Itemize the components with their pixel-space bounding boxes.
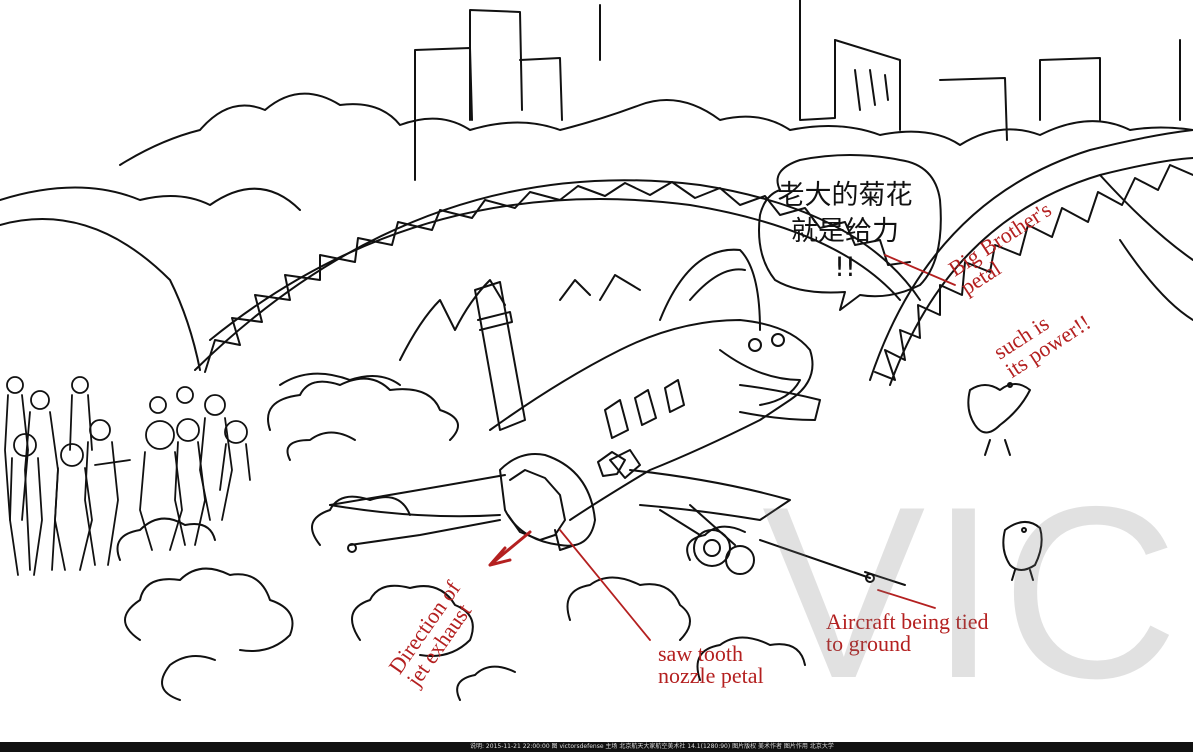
city-skyline [414, 0, 1181, 181]
speech-line-3: !! [834, 252, 856, 283]
speech-bubble-outline [758, 154, 942, 311]
annotation-pointers [559, 254, 956, 641]
fighter-jet [329, 248, 906, 586]
crowd-of-people [4, 376, 251, 576]
speech-line-1: 老大的菊花 [777, 180, 913, 211]
smoke-clouds [116, 377, 806, 701]
speech-line-2: 就是给力 [791, 216, 899, 247]
watermark: VIC [762, 455, 1183, 729]
speech-bubble: 老大的菊花 就是给力 !! [760, 178, 930, 286]
annotation-tied-to-ground: Aircraft being tied to ground [826, 609, 989, 656]
rock-formations [279, 274, 641, 386]
birds [967, 382, 1043, 581]
left-bridge-arch [194, 179, 921, 373]
right-hills [1099, 174, 1193, 321]
exhaust-arrow [488, 530, 532, 567]
footer-caption: 说明: 2015-11-21 22:00:00 图 victorsdefense… [0, 742, 1193, 752]
left-hills [0, 186, 301, 371]
annotation-saw-tooth: saw tooth nozzle petal [658, 641, 764, 688]
tree-line [119, 92, 1193, 166]
